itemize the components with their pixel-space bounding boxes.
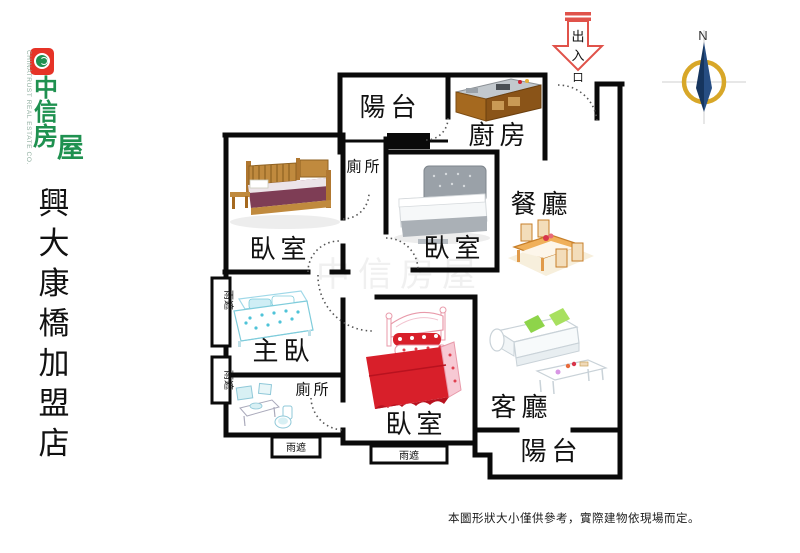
- canopy-box-left-upper: [210, 276, 232, 348]
- store-char: 加: [38, 346, 70, 382]
- canopy-label: 雨遮: [222, 290, 235, 310]
- store-char: 店: [38, 426, 70, 462]
- room-label-toilet-top: 廁所: [346, 157, 383, 176]
- store-char: 橋: [38, 306, 70, 342]
- bathroom-fixtures-illustration: [235, 382, 293, 429]
- kitchen-counter-illustration: [455, 78, 542, 122]
- logo-char-3: 房: [33, 122, 59, 151]
- sofa-illustration: [489, 308, 608, 395]
- room-label-balcony-bottom: 陽台: [520, 437, 583, 467]
- disclaimer-text: 本圖形狀大小僅供參考，實際建物依現場而定。: [448, 513, 700, 525]
- canopy-boxes: 雨遮 雨遮 雨遮 雨遮: [210, 276, 449, 465]
- room-label-bedroom-center: 臥室: [423, 234, 486, 264]
- logo-char-2: 信: [34, 97, 58, 126]
- entrance-char: 出: [571, 30, 584, 45]
- chinatrust-logo-mark: [30, 48, 54, 75]
- room-label-dining: 餐廳: [510, 190, 573, 220]
- gray-bed-illustration: [394, 165, 490, 244]
- room-label-bedroom-nw: 臥室: [249, 235, 312, 265]
- wood-bed-illustration: [230, 158, 340, 229]
- wall-block: [387, 133, 430, 149]
- canopy-box-bottom-center: [369, 444, 449, 465]
- store-char: 大: [38, 226, 70, 262]
- room-label-toilet-bottom: 廁所: [295, 380, 332, 399]
- store-char: 康: [38, 266, 70, 302]
- store-char: 盟: [38, 386, 70, 422]
- entrance-arrow-icon: 出 入 口: [551, 12, 605, 84]
- red-bed-illustration: [366, 306, 462, 409]
- room-label-balcony-top: 陽台: [359, 93, 422, 123]
- canopy-box-bottom-left: [270, 435, 322, 459]
- canopy-label: 雨遮: [399, 449, 419, 462]
- compass-icon: N: [662, 28, 746, 124]
- entrance-char: 入: [571, 49, 584, 64]
- logo-flower-icon: [34, 53, 50, 69]
- dining-table-illustration: [508, 219, 594, 276]
- room-label-living: 客廳: [490, 393, 553, 423]
- store-name-vertical: 興 大 康 橋 加 盟 店: [37, 189, 71, 460]
- door-arcs: [307, 84, 598, 431]
- canopy-label: 雨遮: [286, 441, 306, 454]
- logo-char-4: 屋: [57, 133, 84, 164]
- room-label-master: 主臥: [252, 337, 315, 367]
- entrance-char: 口: [573, 71, 584, 84]
- logo-char-1: 中: [34, 73, 58, 102]
- room-label-bedroom-south: 臥室: [385, 410, 448, 440]
- teal-bed-illustration: [233, 290, 314, 347]
- store-char: 興: [38, 186, 70, 222]
- canopy-box-left-lower: [210, 355, 232, 405]
- canopy-label: 雨遮: [222, 370, 235, 390]
- room-label-kitchen: 廚房: [468, 121, 531, 151]
- compass-north-label: N: [698, 28, 707, 43]
